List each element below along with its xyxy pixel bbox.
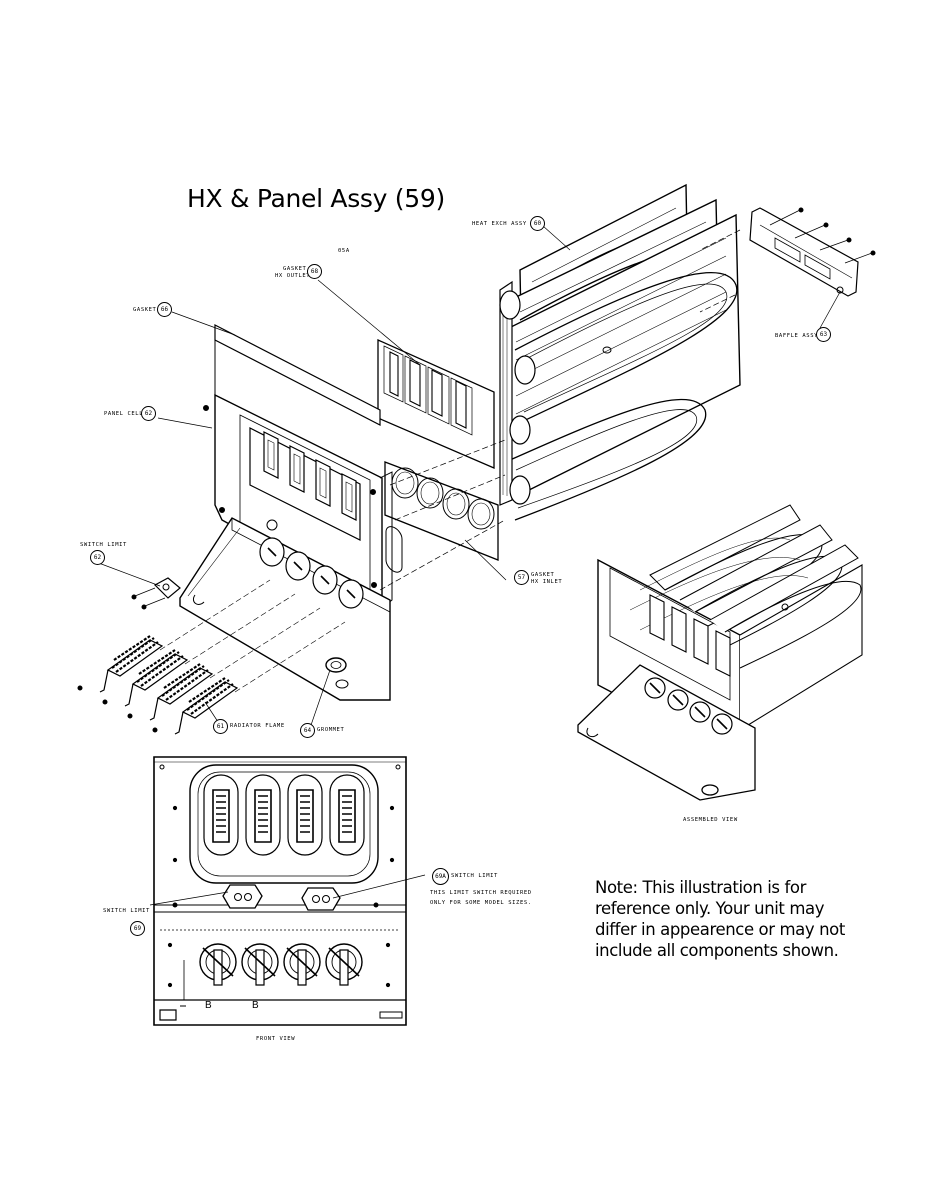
switch-limit-front-label: SWITCH LIMIT [103,908,150,914]
grommet-label: GROMMET [317,727,345,733]
burner-tray [180,518,390,700]
heat-exchanger-assembly [500,183,740,520]
radiator-flame-label: RADIATOR FLAME [230,723,285,729]
baffle-label: BAFFLE ASSY [775,333,819,339]
baffle-assembly [700,208,875,312]
front-cell-openings [204,775,364,855]
assembled-view-drawing [578,505,862,800]
switch-limit-optional-callout: 69A [432,868,449,885]
gasket-hx-outlet-label-2: HX OUTLET [275,273,311,279]
assembled-view-caption: ASSEMBLED VIEW [683,817,738,823]
panel-cell-callout: 62 [141,406,156,421]
front-view-drawing [150,757,425,1025]
gasket-hx-inlet-label-2: HX INLET [531,579,563,585]
switch-limit-optional-label: SWITCH LIMIT [451,873,498,879]
gasket-hx-outlet-callout: 68 [307,264,322,279]
switch-limit-label: SWITCH LIMIT [80,542,127,548]
gasket-hx-outlet [378,340,494,575]
note-line: Note: This illustration is for [595,878,806,897]
radiator-flames [78,580,345,734]
gasket-hx-inlet [385,462,498,560]
gasket-hx-inlet-label-1: GASKET [531,572,555,578]
front-view-caption: FRONT VIEW [256,1036,296,1042]
gasket-hx-outlet-label-1: GASKET [283,266,307,272]
baffle-callout: 63 [816,327,831,342]
heat-exch-callout: 60 [530,216,545,231]
gasket-hx-inlet-callout: 57 [514,570,529,585]
switch-limit-callout: 62 [90,550,105,565]
heat-exchanger-cell [500,183,716,520]
reference-note: Note: This illustration is for reference… [595,877,865,961]
switch-limit-front-callout: 69 [130,921,145,936]
heat-exch-label: HEAT EXCH ASSY [472,221,527,227]
gasket-label: GASKET [133,307,157,313]
limit-switch-note-1: THIS LIMIT SWITCH REQUIRED [430,890,532,896]
part-code-label: 05A [338,248,350,254]
grommet-callout: 64 [300,723,315,738]
radiator-flame-callout: 61 [213,719,228,734]
note-line: include all components shown. [595,941,839,960]
front-mark: B [252,1000,260,1011]
front-mark: B [205,1000,213,1011]
front-burners [200,944,362,985]
gasket-callout: 66 [157,302,172,317]
note-line: reference only. Your unit may [595,899,825,918]
note-line: differ in appearence or may not [595,920,845,939]
limit-switch-note-2: ONLY FOR SOME MODEL SIZES. [430,900,532,906]
panel-cell-label: PANEL CELL [104,411,144,417]
switch-limit-part [132,578,180,609]
page-title: HX & Panel Assy (59) [187,184,445,213]
